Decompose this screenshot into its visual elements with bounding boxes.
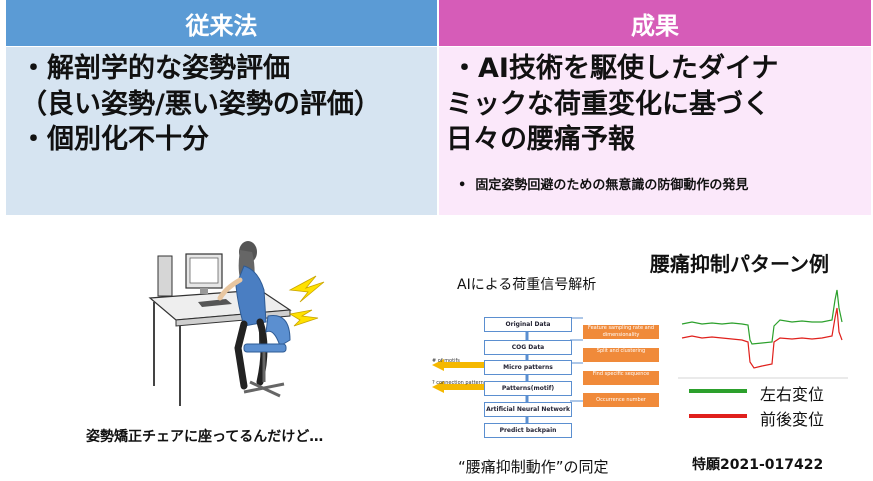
bullet-dot-icon: • [458,178,467,193]
flow-step-cog-data: COG Data [484,340,572,355]
conventional-line-2: （良い姿勢/悪い姿勢の評価） [20,89,381,120]
legend-label-anteroposterior: 前後変位 [760,410,825,429]
flow-step-original-data: Original Data [484,317,572,332]
results-panel [439,47,871,215]
flowchart-title: AIによる荷重信号解析 [457,277,597,293]
results-line-3: 日々の腰痛予報 [446,124,635,155]
pattern-line-anteroposterior [681,307,843,369]
flow-step-neural-network: Artificial Neural Network [484,402,572,417]
header-conventional-title: 従来法 [185,11,258,40]
flow-side-label-motifs: # of motifs [432,358,460,364]
results-line-1: ・AI技術を駆使したダイナ [451,53,779,84]
pattern-chart-title: 腰痛抑制パターン例 [650,252,829,276]
conventional-line-3: ・個別化不十分 [20,124,209,155]
flow-note-sampling: Feature sampling rate and dimensionality [583,325,659,339]
flow-note-sequence: Find specific sequence [583,371,659,385]
flow-note-clustering: Split and clustering [583,348,659,362]
conventional-panel [6,47,437,215]
flow-step-predict-backpain: Predict backpain [484,423,572,438]
patent-number: 特願2021-017422 [692,457,824,473]
illustration-caption: 姿勢矯正チェアに座ってるんだけど… [86,429,324,445]
flow-step-patterns: Patterns(motif) [484,381,572,396]
flow-side-label-connection: ? connection pattern [432,380,484,386]
flow-step-micro-patterns: Micro patterns [484,360,572,375]
conventional-line-1: ・解剖学的な姿勢評価 [20,53,290,84]
header-results: 成果 [439,0,871,46]
results-bullet-text: 固定姿勢回避のための無意識の防御動作の発見 [475,178,749,193]
pattern-line-lateral [681,289,843,345]
office-worker-illustration [148,241,325,406]
header-results-title: 成果 [631,11,679,40]
results-line-2: ミックな荷重変化に基づく [446,89,770,120]
flow-note-occurrence: Occurrence number [583,393,659,407]
results-bullet: • 固定姿勢回避のための無意識の防御動作の発見 [458,174,748,193]
legend-label-lateral: 左右変位 [760,385,825,404]
legend-line-lateral [689,389,747,393]
header-conventional: 従来法 [6,0,437,46]
legend-line-anteroposterior [689,414,747,418]
pattern-chart [672,278,852,384]
flowchart-caption: “腰痛抑制動作”の同定 [458,458,609,476]
